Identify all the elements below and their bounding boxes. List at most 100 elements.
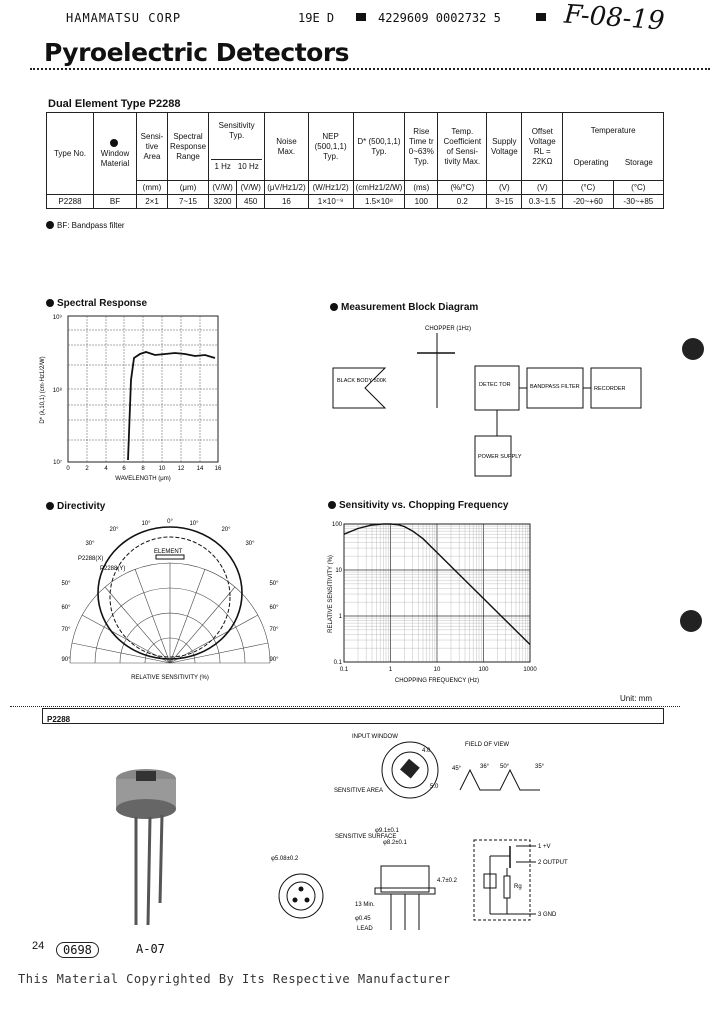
fov-profile — [459, 768, 540, 791]
svg-text:20°: 20° — [109, 527, 119, 533]
x-tick-label: 100 — [478, 667, 489, 673]
pin1-label: 1 +V — [538, 844, 551, 850]
svg-text:50°: 50° — [61, 581, 71, 587]
label-p2288y: P2288(Y) — [100, 566, 125, 572]
th-nep: NEP (500,1,1) Typ. — [307, 112, 354, 181]
recorder-box — [590, 367, 642, 409]
cell-dstar: 1.5×10⁸ — [352, 194, 406, 209]
chopping-heading: Sensitivity vs. Chopping Frequency — [328, 500, 508, 511]
svg-text:70°: 70° — [269, 627, 279, 633]
lead-2 — [146, 816, 152, 926]
svg-text:0: 0 — [66, 466, 70, 472]
unit-temp-coef: (%/°C) — [437, 180, 488, 195]
lead-3 — [158, 814, 164, 904]
table-row: P2288 BF 2×1 7~15 3200 450 16 1×10⁻⁹ 1.5… — [46, 194, 665, 209]
sensitive-surface-label: SENSITIVE SURFACE — [335, 834, 396, 840]
section-bullet-icon — [330, 303, 338, 311]
unit-rise: (ms) — [404, 180, 439, 195]
th-offset: Offset Voltage RL = 22KΩ — [521, 112, 564, 181]
spectral-xticks: 0 2 4 6 8 10 12 14 16 — [66, 466, 222, 472]
window-square — [400, 758, 420, 779]
spectral-ylabel: D* (λ,10,1) (cm·Hz1/2/W) — [40, 356, 46, 423]
chopper-label: CHOPPER (1Hz) — [425, 326, 471, 332]
resistor-icon — [503, 875, 511, 899]
svg-text:50°: 50° — [269, 581, 279, 587]
side-view-drawing: φ9.1±0.1 SENSITIVE SURFACE φ8.2±0.1 φ5.0… — [271, 828, 458, 932]
svg-text:12: 12 — [178, 466, 185, 472]
y-tick-label: 0.1 — [334, 660, 343, 666]
fov-label: FIELD OF VIEW — [465, 742, 509, 748]
copyright-notice: This Material Copyrighted By Its Respect… — [18, 972, 451, 986]
handwritten-code: F-08-19 — [563, 0, 666, 37]
binder-hole-icon-2 — [680, 610, 702, 632]
black-body-shape — [332, 367, 387, 409]
product-heading: Dual Element Type P2288 — [48, 98, 181, 110]
cell-s2: 450 — [236, 194, 266, 209]
detector-label: DETEC TOR — [479, 382, 511, 388]
svg-text:φ0.45: φ0.45 — [355, 916, 371, 922]
unit-noise: (μV/Hz1/2) — [264, 180, 309, 195]
can-window — [136, 771, 156, 781]
pin2-label: 2 OUTPUT — [538, 860, 568, 866]
th-area: Sensi- tive Area — [136, 112, 168, 181]
ytick-1e8: 10⁸ — [53, 387, 63, 394]
x-tick-label: 10 — [434, 667, 441, 673]
can-outline — [381, 741, 439, 799]
part-bar: P2288 — [42, 708, 664, 724]
cell-spectral: 7~15 — [166, 194, 210, 209]
black-body-label: BLACK BODY 500K — [337, 378, 387, 384]
cell-nep: 1×10⁻⁹ — [307, 194, 354, 209]
svg-text:φ9.1±0.1: φ9.1±0.1 — [375, 828, 400, 834]
footnote: BF: Bandpass filter — [46, 221, 125, 230]
x-tick-label: 0.1 — [340, 667, 349, 673]
th-supply: Supply Voltage — [486, 112, 523, 181]
can-base — [116, 799, 176, 819]
directivity-chart: P2288(X) P2288(Y) ELEMENT 0° 10° 10° 20°… — [61, 519, 279, 681]
x-tick-label: 1 — [389, 667, 393, 673]
th-noise: Noise Max. — [264, 112, 309, 181]
angle-labels: 0° 10° 10° 20° 20° 30° 30° 50° 50° 60° 6… — [61, 519, 279, 663]
section-bullet-icon — [46, 299, 54, 307]
svg-text:10°: 10° — [189, 521, 199, 527]
top-view-drawing: INPUT WINDOW SENSITIVE AREA 4.0 5.0 FIEL… — [334, 734, 545, 799]
chopping-curve — [343, 523, 531, 645]
part-label: P2288 — [47, 715, 71, 724]
svg-text:10°: 10° — [141, 521, 151, 527]
stamp-0698: 0698 — [56, 942, 99, 958]
cell-type: P2288 — [46, 194, 94, 209]
directivity-curve-y — [109, 536, 231, 658]
spectral-grid — [68, 316, 218, 462]
svg-text:φ5.08±0.2: φ5.08±0.2 — [271, 856, 299, 862]
spectral-curve — [127, 351, 216, 461]
input-window-label: INPUT WINDOW — [352, 734, 398, 740]
x-tick-label: 1000 — [523, 667, 537, 673]
cell-s1: 3200 — [208, 194, 238, 209]
unit-dstar: (cmHz1/2/W) — [352, 180, 406, 195]
unit-supply: (V) — [486, 180, 523, 195]
y-tick-label: 1 — [339, 614, 343, 620]
page-number: 24 — [32, 940, 45, 952]
directivity-curve-x — [97, 526, 243, 660]
cell-supply: 3~15 — [486, 194, 523, 209]
svg-text:φ8.2±0.1: φ8.2±0.1 — [383, 840, 408, 846]
binder-hole-icon — [682, 338, 704, 360]
cell-area: 2×1 — [136, 194, 168, 209]
element-icon — [155, 554, 185, 560]
barcode-text: 4229609 0002732 5 — [378, 11, 501, 25]
package-photo — [116, 769, 176, 926]
side-body — [380, 865, 430, 893]
block-heading: Measurement Block Diagram — [330, 302, 478, 313]
cell-noise: 16 — [264, 194, 309, 209]
svg-text:20°: 20° — [221, 527, 231, 533]
lead-label: LEAD — [357, 926, 373, 932]
section-bullet-icon — [46, 502, 54, 510]
svg-text:30°: 30° — [245, 541, 255, 547]
barcode-mark-left — [356, 13, 366, 21]
chopping-frame — [343, 523, 531, 663]
unit-nep: (W/Hz1/2) — [307, 180, 354, 195]
cell-rise: 100 — [404, 194, 439, 209]
ytick-1e7: 10⁷ — [53, 459, 62, 466]
svg-text:6: 6 — [122, 466, 126, 472]
